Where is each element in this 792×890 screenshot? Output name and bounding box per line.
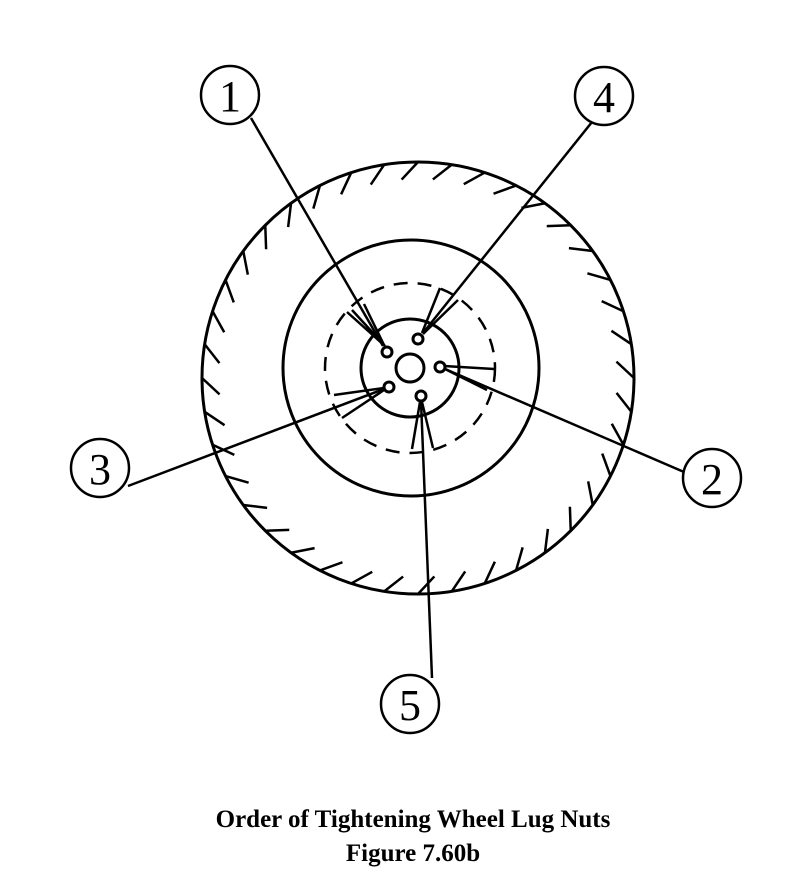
callout-circle-5 bbox=[379, 673, 441, 735]
tread-mark bbox=[369, 163, 386, 186]
tread-mark bbox=[568, 246, 593, 253]
tread-mark bbox=[203, 410, 226, 427]
tread-mark bbox=[224, 279, 235, 303]
lug-nut-1 bbox=[380, 345, 394, 359]
tread-mark bbox=[242, 250, 250, 275]
callout-label-2: 2 bbox=[701, 455, 723, 504]
tread-mark bbox=[400, 161, 419, 181]
tread-mark bbox=[610, 423, 625, 446]
tread-mark bbox=[601, 299, 624, 313]
tread-mark bbox=[225, 474, 249, 484]
tread-mark bbox=[286, 203, 293, 228]
tread-mark bbox=[265, 528, 290, 532]
leader-lines bbox=[127, 117, 685, 679]
tread-mark bbox=[339, 172, 353, 195]
tread-mark bbox=[586, 481, 594, 506]
callout-circle-4 bbox=[573, 65, 635, 127]
tread-mark bbox=[417, 575, 436, 595]
figure-number: Figure 7.60b bbox=[345, 840, 481, 867]
callout-label-1: 1 bbox=[219, 72, 241, 121]
tire-tread-marks bbox=[201, 161, 635, 595]
callout-label-3: 3 bbox=[89, 445, 111, 494]
tread-mark bbox=[615, 392, 633, 413]
tread-mark bbox=[319, 561, 343, 572]
tread-mark bbox=[615, 360, 635, 379]
tread-mark bbox=[514, 547, 524, 571]
lug-nut-2 bbox=[433, 360, 447, 374]
tread-mark bbox=[483, 561, 497, 584]
lug-nut-3 bbox=[382, 380, 396, 394]
lug-nut-5 bbox=[414, 389, 428, 403]
tread-mark bbox=[450, 570, 467, 593]
callout-label-5: 5 bbox=[399, 681, 421, 730]
bolt-circle-dashed bbox=[323, 281, 497, 455]
tread-mark bbox=[432, 163, 453, 181]
callout-circle-2 bbox=[681, 447, 743, 509]
tread-mark bbox=[211, 310, 226, 333]
tread-mark bbox=[350, 570, 373, 585]
callout-label-4: 4 bbox=[593, 73, 615, 122]
tread-mark bbox=[493, 184, 517, 195]
tread-mark bbox=[312, 185, 322, 209]
tread-mark bbox=[264, 225, 268, 250]
tread-mark bbox=[290, 546, 315, 554]
tread-mark bbox=[203, 343, 221, 364]
tread-mark bbox=[243, 503, 268, 510]
tread-mark bbox=[546, 224, 571, 228]
arrow-fans bbox=[333, 287, 495, 450]
tread-mark bbox=[463, 171, 486, 186]
callout-circle-3 bbox=[69, 437, 131, 499]
lug-nut-4 bbox=[411, 332, 425, 346]
tread-mark bbox=[568, 506, 572, 531]
rim-circle bbox=[281, 238, 541, 498]
tread-mark bbox=[587, 272, 611, 282]
tread-mark bbox=[610, 329, 633, 346]
tread-mark bbox=[383, 575, 404, 593]
figure-title: Order of Tightening Wheel Lug Nuts bbox=[215, 806, 611, 833]
center-hole bbox=[394, 352, 426, 384]
tread-mark bbox=[201, 377, 221, 396]
callout-circle-1 bbox=[199, 64, 261, 126]
tread-mark bbox=[543, 528, 550, 553]
tread-mark bbox=[601, 453, 612, 477]
